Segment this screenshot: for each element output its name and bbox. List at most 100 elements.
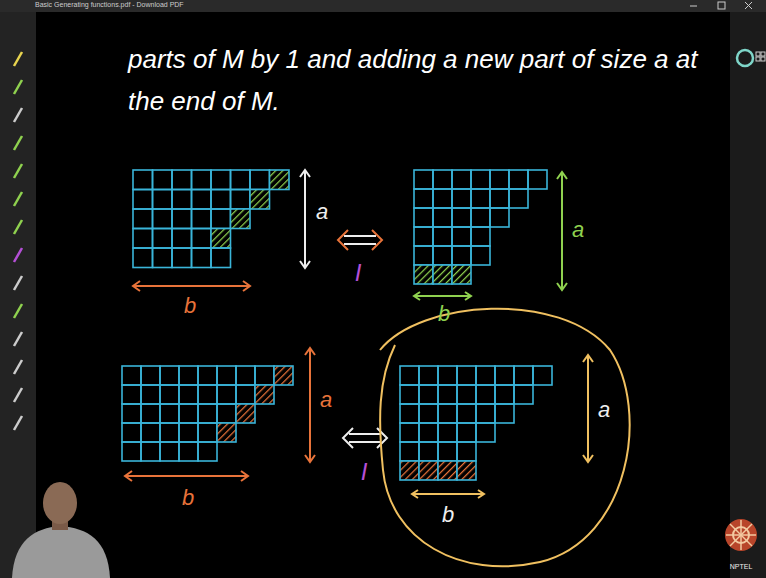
dimension-label: b [182, 485, 194, 510]
grid-cell [457, 442, 476, 461]
grid-cell [490, 170, 509, 189]
dimension-label: a [598, 397, 610, 422]
grid-cell [179, 366, 198, 385]
grid-cell [153, 248, 173, 268]
logo-text: NPTEL [730, 563, 753, 571]
grid-cell [457, 385, 476, 404]
young-diagram [400, 366, 552, 480]
settings-icon [737, 50, 753, 66]
grid-cell [236, 366, 255, 385]
pen-icon [14, 388, 22, 402]
grid-cell [255, 366, 274, 385]
grid-cell [270, 170, 290, 190]
grid-cell [433, 227, 452, 246]
grid-cell [457, 423, 476, 442]
grid-cell [179, 404, 198, 423]
map-label: I [361, 458, 368, 486]
grid-cell [414, 208, 433, 227]
grid-cell [231, 190, 251, 210]
window-controls [690, 2, 752, 9]
pen-icon [14, 164, 22, 178]
grid-cell [438, 385, 457, 404]
grid-cell [452, 208, 471, 227]
nptel-logo [725, 519, 757, 551]
grid-cell [452, 265, 471, 284]
grid-cell [192, 209, 212, 229]
grid-cell [217, 404, 236, 423]
grid-cell [122, 423, 141, 442]
grid-cell [198, 404, 217, 423]
dimension-arrow [412, 355, 593, 498]
toolbar [0, 12, 36, 578]
grid-cell [438, 404, 457, 423]
grid-cell [179, 423, 198, 442]
grid-cell [419, 423, 438, 442]
grid-cell [133, 209, 153, 229]
grid-cell [509, 170, 528, 189]
grid-cell [217, 385, 236, 404]
grid-cell [419, 366, 438, 385]
grid-cell [217, 366, 236, 385]
grid-cell [452, 246, 471, 265]
grid-cell [452, 227, 471, 246]
grid-cell [133, 229, 153, 249]
grid-cell [400, 442, 419, 461]
grid-cell [433, 208, 452, 227]
grid-cell [153, 209, 173, 229]
dimension-arrow [414, 172, 567, 300]
pen-icon [14, 108, 22, 122]
young-diagram [122, 366, 293, 461]
grid-cell [250, 170, 270, 190]
grid-cell [192, 229, 212, 249]
grid-cell [457, 461, 476, 480]
grid-cell [414, 170, 433, 189]
grid-cell [414, 227, 433, 246]
grid-cell [433, 189, 452, 208]
pen-icon [14, 136, 22, 150]
grid-cell [495, 366, 514, 385]
grid-cell [153, 190, 173, 210]
grid-cell [452, 189, 471, 208]
highlight-circle [380, 309, 630, 567]
dimension-label: b [442, 502, 454, 527]
grid-cell [433, 170, 452, 189]
grid-cell [172, 229, 192, 249]
grid-cell [141, 366, 160, 385]
grid-cell [471, 246, 490, 265]
dimension-label: b [438, 301, 450, 326]
dimension-arrow [133, 281, 250, 291]
grid-cell [476, 366, 495, 385]
speaker-video [12, 482, 110, 578]
grid-cell [471, 208, 490, 227]
grid-cell [192, 248, 212, 268]
grid-cell [211, 170, 231, 190]
handwritten-note: parts of M by 1 and adding a new part of… [128, 38, 708, 122]
grid-cell [153, 229, 173, 249]
grid-cell [231, 209, 251, 229]
grid-cell [476, 423, 495, 442]
dimension-label: a [316, 199, 328, 224]
grid-cell [471, 227, 490, 246]
grid-cell [419, 385, 438, 404]
grid-cell [141, 404, 160, 423]
grid-cell [528, 170, 547, 189]
pen-icon [14, 304, 22, 318]
grid-cell [133, 170, 153, 190]
dimension-label: a [572, 217, 584, 242]
dimension-arrow [300, 170, 310, 268]
pen-icon [14, 220, 22, 234]
grid-cell [172, 248, 192, 268]
pen-icon [14, 360, 22, 374]
grid-cell [400, 404, 419, 423]
grid-cell [211, 229, 231, 249]
pen-icon [14, 80, 22, 94]
grid-cell [172, 209, 192, 229]
grid-cell [153, 170, 173, 190]
grid-cell [438, 366, 457, 385]
grid-cell [400, 461, 419, 480]
grid-cell [414, 265, 433, 284]
grid-cell [133, 190, 153, 210]
grid-cell [160, 423, 179, 442]
